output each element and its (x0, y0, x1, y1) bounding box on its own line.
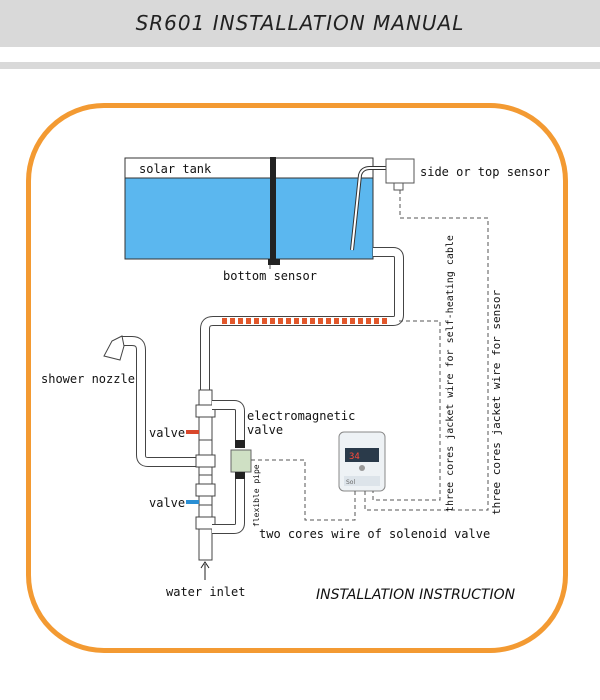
page-title: SR601 INSTALLATION MANUAL (135, 11, 465, 35)
label-solar-tank: solar tank (139, 162, 212, 176)
wires (251, 190, 489, 521)
shower-line (122, 336, 198, 467)
label-bottom-sensor: bottom sensor (223, 269, 317, 283)
main-supply-pipe (195, 389, 216, 561)
label-sensor-wire: three cores jacket wire for sensor (490, 289, 503, 515)
label-side-top-sensor: side or top sensor (420, 165, 551, 179)
electromagnetic-valve (230, 440, 252, 479)
instruction-frame (26, 103, 568, 653)
bypass-branch (212, 400, 245, 534)
controller-device-icon: 34 Sol (338, 431, 386, 492)
label-electromagnetic-valve-2: valve (247, 423, 284, 437)
controller-display: 34 (349, 452, 360, 462)
controller-brand: Sol (346, 479, 355, 486)
shower-head-icon (103, 335, 125, 361)
label-water-inlet: water inlet (166, 585, 246, 599)
hot-water-pipe (200, 247, 404, 395)
arrow-up-icon (200, 561, 210, 580)
heating-cable-wire (372, 320, 441, 501)
solenoid-wire (251, 459, 356, 521)
label-valve-lower: valve (149, 496, 186, 510)
label-electromagnetic-valve-1: electromagnetic (247, 409, 356, 423)
label-shower-nozzle: shower nozzle (41, 372, 135, 386)
valve-lower-handle (186, 500, 199, 504)
label-solenoid-wire: two cores wire of solenoid valve (259, 527, 491, 541)
valve-upper-handle (186, 430, 199, 434)
label-flexible-pipe: flexible pipe (252, 464, 261, 527)
header-rule (0, 62, 600, 69)
sensor-wire (364, 190, 489, 511)
side-sensor-probe (350, 158, 415, 251)
bottom-sensor (268, 259, 280, 265)
label-valve-upper: valve (149, 426, 186, 440)
installation-instruction: INSTALLATION INSTRUCTION (316, 587, 516, 603)
header-band (0, 0, 600, 47)
solar-tank (124, 157, 374, 265)
label-heating-cable-wire: three cores jacket wire for self-heating… (445, 235, 456, 512)
tank-rod (270, 157, 276, 261)
